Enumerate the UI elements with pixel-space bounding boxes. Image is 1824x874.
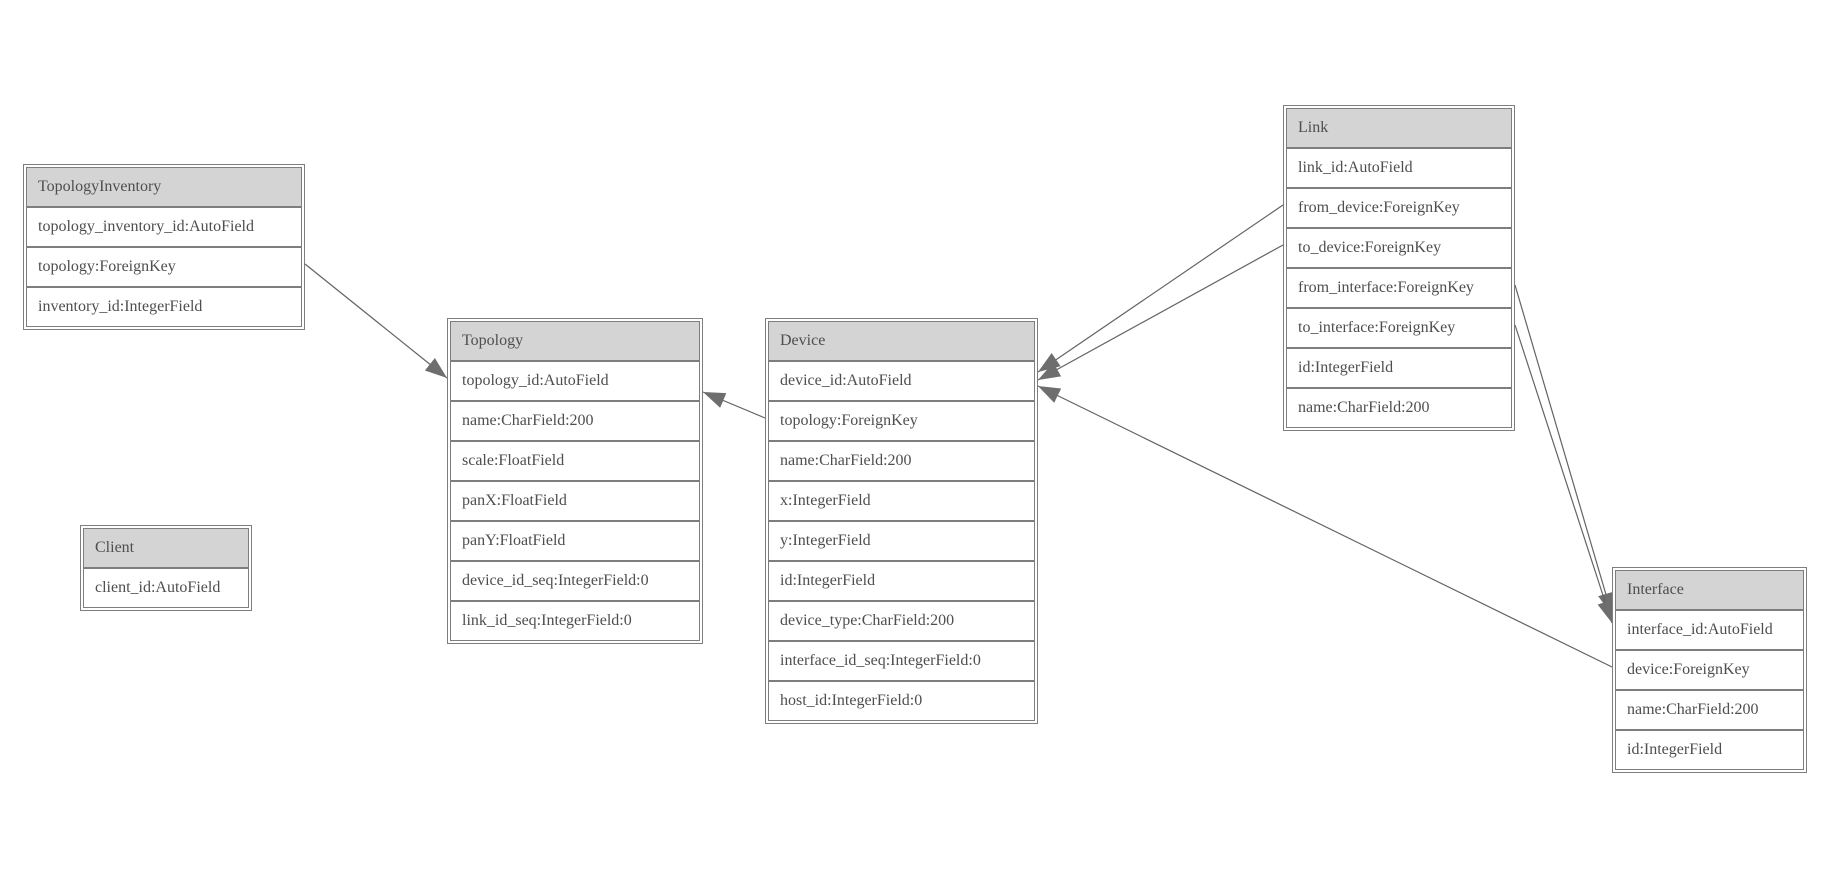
table-field-row: topology_inventory_id:AutoField (26, 207, 302, 247)
table-field-row: to_device:ForeignKey (1286, 228, 1512, 268)
table-header-topologyinventory: TopologyInventory (26, 167, 302, 207)
table-field-row: topology:ForeignKey (26, 247, 302, 287)
table-field-row: interface_id:AutoField (1615, 610, 1804, 650)
table-field-row: scale:FloatField (450, 441, 700, 481)
table-field-row: id:IntegerField (1615, 730, 1804, 770)
table-field-row: name:CharField:200 (450, 401, 700, 441)
table-header-client: Client (83, 528, 249, 568)
relationship-line-link-interface (1514, 324, 1613, 624)
table-field-row: id:IntegerField (1286, 348, 1512, 388)
table-field-row: name:CharField:200 (1615, 690, 1804, 730)
table-field-row: id:IntegerField (768, 561, 1035, 601)
table-header-device: Device (768, 321, 1035, 361)
relationship-line-interface-device (1037, 385, 1613, 668)
table-field-row: from_device:ForeignKey (1286, 188, 1512, 228)
table-field-row: y:IntegerField (768, 521, 1035, 561)
relationship-line-link-interface (1514, 284, 1614, 616)
table-field-row: name:CharField:200 (768, 441, 1035, 481)
table-field-row: device_id_seq:IntegerField:0 (450, 561, 700, 601)
table-header-interface: Interface (1615, 570, 1804, 610)
table-field-row: topology_id:AutoField (450, 361, 700, 401)
table-header-topology: Topology (450, 321, 700, 361)
relationship-line-link-device (1037, 244, 1284, 381)
table-field-row: device:ForeignKey (1615, 650, 1804, 690)
relationship-line-link-device (1037, 204, 1284, 373)
table-field-row: device_id:AutoField (768, 361, 1035, 401)
relationship-line-topologyinventory-topology (304, 263, 448, 379)
table-field-row: inventory_id:IntegerField (26, 287, 302, 327)
table-field-row: from_interface:ForeignKey (1286, 268, 1512, 308)
table-field-row: panY:FloatField (450, 521, 700, 561)
table-field-row: x:IntegerField (768, 481, 1035, 521)
table-field-row: topology:ForeignKey (768, 401, 1035, 441)
table-field-row: link_id_seq:IntegerField:0 (450, 601, 700, 641)
relationship-edges (304, 204, 1614, 668)
table-field-row: link_id:AutoField (1286, 148, 1512, 188)
table-field-row: name:CharField:200 (1286, 388, 1512, 428)
table-field-row: interface_id_seq:IntegerField:0 (768, 641, 1035, 681)
table-field-row: device_type:CharField:200 (768, 601, 1035, 641)
table-header-link: Link (1286, 108, 1512, 148)
table-field-row: host_id:IntegerField:0 (768, 681, 1035, 721)
relationship-line-device-topology (702, 391, 766, 419)
table-field-row: client_id:AutoField (83, 568, 249, 608)
table-field-row: panX:FloatField (450, 481, 700, 521)
table-field-row: to_interface:ForeignKey (1286, 308, 1512, 348)
